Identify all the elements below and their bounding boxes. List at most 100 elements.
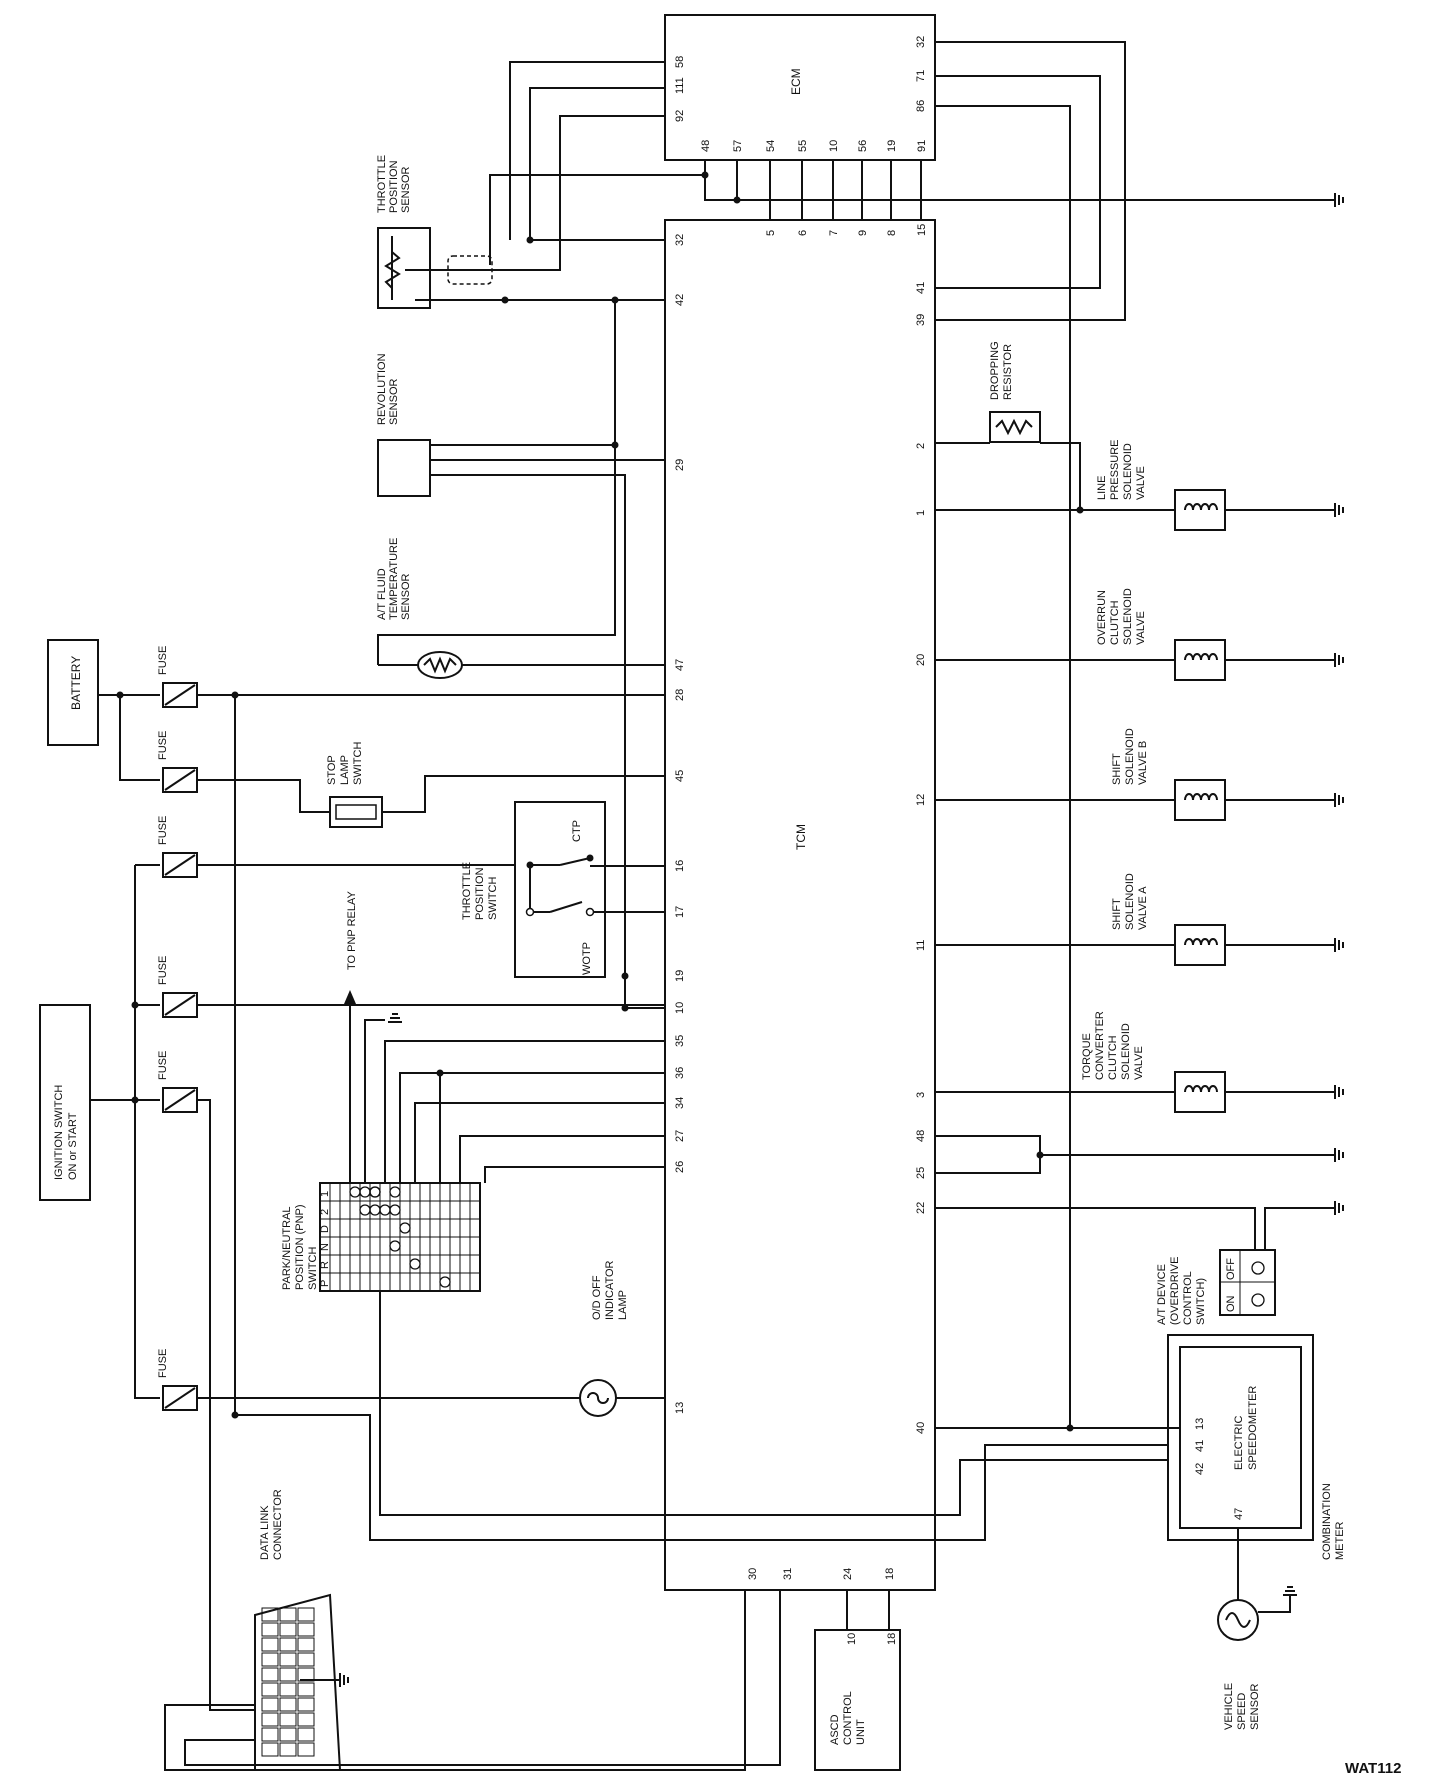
tcm-pin: 25 bbox=[915, 1167, 927, 1179]
overrun-solenoid-label: VALVE bbox=[1135, 611, 1147, 645]
shift-b-label: VALVE B bbox=[1137, 741, 1149, 785]
shift-b-label: SHIFT bbox=[1111, 753, 1123, 785]
at-device-label: SWITCH) bbox=[1195, 1278, 1207, 1325]
tcm-pin: 16 bbox=[674, 860, 686, 872]
pnp-contact-icon bbox=[389, 1186, 401, 1198]
pnp-label: POSITION (PNP) bbox=[294, 1204, 306, 1290]
pnp-switch-grid bbox=[319, 1182, 481, 1292]
junction-dot bbox=[1036, 1151, 1044, 1159]
tcm-pin: 9 bbox=[857, 230, 869, 236]
ascd-label: ASCD bbox=[829, 1714, 841, 1745]
speedo-pin: 13 bbox=[1194, 1418, 1206, 1430]
arrow-icon bbox=[344, 990, 356, 1004]
tcm-pin: 36 bbox=[674, 1067, 686, 1079]
battery-box bbox=[47, 639, 99, 746]
lp-solenoid-label: PRESSURE bbox=[1109, 439, 1121, 500]
dropping-resistor-label: RESISTOR bbox=[1002, 344, 1014, 400]
vss-ground-wire bbox=[1258, 1595, 1291, 1613]
ecm-pin: 56 bbox=[857, 140, 869, 152]
fuse-label: FUSE bbox=[157, 816, 169, 845]
tcm-pin: 42 bbox=[674, 294, 686, 306]
ground-icon bbox=[1334, 1085, 1344, 1099]
tps-signal-wire bbox=[509, 61, 665, 240]
ascd-pin: 18 bbox=[886, 1633, 898, 1645]
junction-dot bbox=[131, 1001, 139, 1009]
ignition-label: ON or START bbox=[67, 1112, 79, 1180]
ground-icon bbox=[1334, 1201, 1344, 1215]
vss-label: VEHICLE bbox=[1223, 1683, 1235, 1730]
tcm-pin: 19 bbox=[674, 970, 686, 982]
tcm-pin: 18 bbox=[884, 1568, 896, 1580]
od-lamp-label: LAMP bbox=[617, 1290, 629, 1320]
stop-lamp-wire bbox=[382, 775, 665, 813]
tps-wire bbox=[489, 174, 705, 265]
tcm-pin: 3 bbox=[915, 1092, 927, 1098]
tps-wire bbox=[405, 115, 665, 271]
ecm-pin: 19 bbox=[886, 140, 898, 152]
dlc-wire bbox=[164, 1590, 746, 1771]
pnp-label: PARK/NEUTRAL bbox=[281, 1206, 293, 1290]
junction-dot bbox=[621, 972, 629, 980]
tcm-pin: 39 bbox=[915, 314, 927, 326]
fuse-label: FUSE bbox=[157, 1349, 169, 1378]
switch-contact-icon bbox=[1251, 1293, 1265, 1307]
vss-label: SPEED bbox=[1236, 1693, 1248, 1730]
at-device-label: CONTROL bbox=[1182, 1271, 1194, 1325]
tp-switch-label: SWITCH bbox=[487, 877, 499, 920]
ground-icon bbox=[1334, 793, 1344, 807]
ground-icon bbox=[1334, 503, 1344, 517]
ground-icon bbox=[1334, 1148, 1344, 1162]
fuse-icon bbox=[162, 767, 198, 793]
fluid-temp-label: A/T FLUID bbox=[376, 568, 388, 620]
stop-lamp-label: STOP bbox=[326, 755, 338, 785]
lp-solenoid-label: SOLENOID bbox=[1122, 443, 1134, 500]
at-device-label: (OVERDRIVE bbox=[1169, 1257, 1181, 1325]
tps-wire bbox=[529, 87, 665, 241]
junction-dot bbox=[131, 1096, 139, 1104]
ascd-box bbox=[814, 1629, 901, 1771]
pnp-contact-icon bbox=[369, 1186, 381, 1198]
tcm-pin: 41 bbox=[915, 282, 927, 294]
shift-b-label: SOLENOID bbox=[1124, 728, 1136, 785]
tcc-solenoid-label: SOLENOID bbox=[1120, 1023, 1132, 1080]
junction-dot bbox=[116, 691, 124, 699]
tcm-pin: 47 bbox=[674, 659, 686, 671]
pnp-contact-icon bbox=[389, 1240, 401, 1252]
pnp-relay-label: TO PNP RELAY bbox=[346, 890, 358, 970]
fluid-temp-label: SENSOR bbox=[400, 573, 412, 620]
ascd-label: UNIT bbox=[855, 1719, 867, 1745]
tcm-pin: 20 bbox=[915, 654, 927, 666]
junction-dot bbox=[733, 196, 741, 204]
pnp-position-label: D bbox=[319, 1225, 331, 1233]
dropping-resistor-label: DROPPING bbox=[989, 341, 1001, 400]
junction-dot bbox=[231, 1411, 239, 1419]
ecm-pin: 71 bbox=[915, 70, 927, 82]
switch-on-label: ON bbox=[1225, 1295, 1237, 1312]
fuse-label: FUSE bbox=[157, 956, 169, 985]
od-switch-wire bbox=[935, 1207, 1256, 1250]
pnp-position-label: N bbox=[319, 1243, 331, 1251]
combo-meter-label: METER bbox=[1334, 1521, 1346, 1560]
ground-icon bbox=[388, 1013, 402, 1023]
switch-contact-icon bbox=[1251, 1261, 1265, 1275]
tcm-pin: 29 bbox=[674, 459, 686, 471]
ecm-pin: 32 bbox=[915, 36, 927, 48]
wotp-label: WOTP bbox=[581, 942, 593, 975]
pnp-wire bbox=[459, 1135, 665, 1183]
speedometer-label: SPEEDOMETER bbox=[1247, 1386, 1259, 1470]
tcm-pin: 24 bbox=[842, 1568, 854, 1580]
tcm-pin: 7 bbox=[828, 230, 840, 236]
pnp-label: SWITCH bbox=[307, 1247, 319, 1290]
fuse-icon bbox=[162, 992, 198, 1018]
ascd-pin: 10 bbox=[846, 1633, 858, 1645]
fuse-label: FUSE bbox=[157, 1051, 169, 1080]
fuse-label: FUSE bbox=[157, 731, 169, 760]
tcm-pin: 31 bbox=[782, 1568, 794, 1580]
ground-wire bbox=[704, 160, 1335, 201]
ignition-box bbox=[39, 1004, 91, 1201]
lp-solenoid-label: VALVE bbox=[1135, 466, 1147, 500]
junction-dot bbox=[1076, 506, 1084, 514]
junction-dot bbox=[621, 1004, 629, 1012]
figure-code: WAT112 bbox=[1345, 1760, 1401, 1777]
switch-off-label: OFF bbox=[1225, 1258, 1237, 1280]
